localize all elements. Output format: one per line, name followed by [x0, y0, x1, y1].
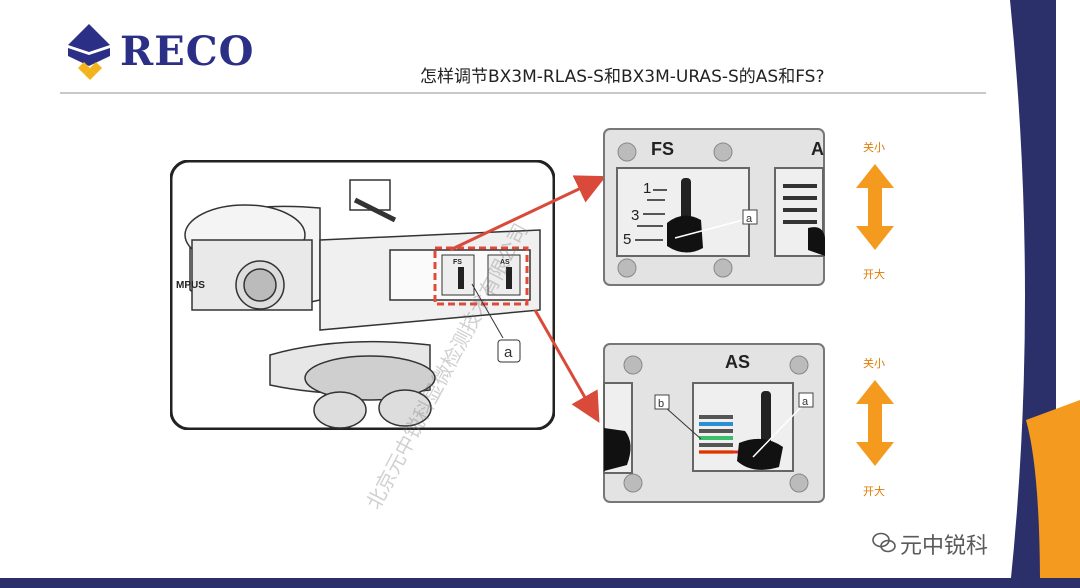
as-adjust-arrow: [856, 380, 894, 466]
page-title: 怎样调节BX3M-RLAS-S和BX3M-URAS-S的AS和FS?: [420, 67, 825, 87]
microscope-illustration: MPUS FS AS a: [170, 160, 555, 430]
small-fs-label: FS: [453, 259, 462, 266]
highlight-box: [433, 246, 529, 306]
small-as-label: AS: [500, 259, 510, 266]
fs-scale-1: 1: [643, 180, 651, 197]
wechat-account-name: 元中锐科: [900, 534, 989, 559]
callout-a-main: a: [504, 344, 513, 361]
fs-panel-title: FS: [651, 139, 674, 159]
footer-bar: [0, 578, 1080, 588]
as-detail-panel: AS a b: [603, 343, 825, 503]
as-panel-cut-label: A: [811, 139, 824, 159]
fs-scale-5: 5: [623, 231, 631, 248]
right-decoration: [1010, 0, 1080, 588]
title-divider: [60, 92, 986, 94]
wechat-icon: [872, 532, 896, 553]
as-close-label: 关小: [863, 357, 885, 370]
fs-scale-3: 3: [631, 207, 639, 224]
as-callout-a: a: [802, 396, 809, 408]
as-open-label: 开大: [863, 485, 885, 498]
microscope-brand-text: MPUS: [176, 280, 205, 291]
brand-name: RECO: [120, 28, 255, 75]
fs-open-label: 开大: [863, 268, 885, 281]
reco-logo-mark: [68, 24, 110, 80]
fs-callout-a: a: [746, 213, 753, 225]
as-callout-b: b: [658, 398, 664, 410]
fs-close-label: 关小: [863, 141, 885, 154]
fs-adjust-arrow: [856, 164, 894, 250]
fs-detail-panel: FS A a 1 3 5: [603, 128, 825, 286]
pointer-arrows: [449, 175, 607, 423]
as-panel-title: AS: [725, 352, 750, 372]
